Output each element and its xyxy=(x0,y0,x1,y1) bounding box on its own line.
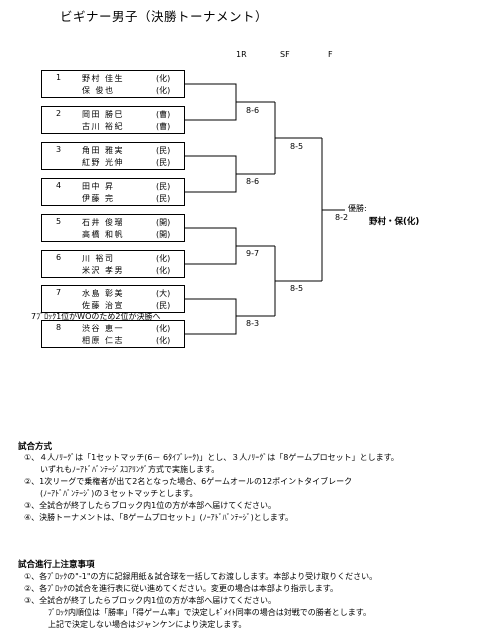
player-name: 相原 仁志 xyxy=(82,336,125,345)
progress-item: 上記で決定しない場合はジャンケンにより決定します。 xyxy=(48,620,247,629)
player-affiliation: (化) xyxy=(156,86,171,95)
player-name: 渋谷 恵一 xyxy=(82,324,125,333)
player-affiliation: (民) xyxy=(156,194,171,203)
player-name: 紅野 光伸 xyxy=(82,158,125,167)
bracket-line-r1-c xyxy=(185,227,237,265)
player-affiliation: (民) xyxy=(156,182,171,191)
player-affiliation: (民) xyxy=(156,158,171,167)
round-label-1r: 1R xyxy=(236,50,247,59)
score-sf-match-1: 8-5 xyxy=(290,142,304,151)
score-final: 8-2 xyxy=(335,213,349,222)
entry-number: 7 xyxy=(56,288,62,297)
score-r1-match-2: 8-6 xyxy=(246,177,260,186)
player-affiliation: (化) xyxy=(156,266,171,275)
bracket-line-r1-b xyxy=(185,155,237,193)
player-name: 古川 裕紀 xyxy=(82,122,125,131)
player-affiliation: (開) xyxy=(156,218,171,227)
entry-number: 8 xyxy=(56,323,62,332)
entry-number: 1 xyxy=(56,73,62,82)
player-affiliation: (化) xyxy=(156,74,171,83)
winner-name: 野村・保(化) xyxy=(369,217,420,227)
player-affiliation: (曹) xyxy=(156,122,171,131)
rules-item: ③、全試合が終了したらブロック内1位の方が本部へ届けてください。 xyxy=(24,501,277,510)
rules-item: ①、４人ﾉﾘｰｸﾞは「1セットマッチ(6－ 6ﾀｲﾌﾞﾚｰｸ)」とし、３人ﾉﾘｰ… xyxy=(24,453,399,462)
progress-item: ﾌﾞﾛｯｸ内順位は「勝率」「得ゲーム率」で決定しｷﾞﾒｲﾄ同率の場合は対戦での勝… xyxy=(48,608,371,617)
player-name: 高橋 和帆 xyxy=(82,230,125,239)
player-affiliation: (化) xyxy=(156,254,171,263)
player-name: 石井 俊瑠 xyxy=(82,218,125,227)
winner-label: 優勝: xyxy=(348,204,367,213)
player-affiliation: (化) xyxy=(156,324,171,333)
player-affiliation: (大) xyxy=(156,289,171,298)
round-label-sf: SF xyxy=(280,50,290,59)
block-note: 7ﾌﾞﾛｯｸ1位がWOのため2位が決勝へ xyxy=(31,312,161,321)
score-r1-match-3: 9-7 xyxy=(246,249,260,258)
entry-number: 6 xyxy=(56,253,62,262)
score-sf-match-2: 8-5 xyxy=(290,284,304,293)
player-affiliation: (曹) xyxy=(156,110,171,119)
progress-item: ②、各ﾌﾞﾛｯｸの試合を進行表に従い進めてください。変更の場合は本部より指示しま… xyxy=(24,584,338,593)
entry-number: 3 xyxy=(56,145,62,154)
player-name: 岡田 勝巳 xyxy=(82,110,125,119)
progress-item: ①、各ﾌﾞﾛｯｸの"-1"の方に記録用紙＆試合球を一括してお渡しします。本部より… xyxy=(24,572,378,581)
rules-item: ④、決勝トーナメントは、「8ゲームプロセット」(ﾉｰｱﾄﾞﾊﾞﾝﾃｰｼﾞ)としま… xyxy=(24,513,293,522)
page-title: ビギナー男子（決勝トーナメント） xyxy=(60,9,269,24)
player-affiliation: (民) xyxy=(156,301,171,310)
entry-number: 4 xyxy=(56,181,62,190)
player-name: 野村 佳生 xyxy=(82,74,125,83)
player-name: 角田 雅実 xyxy=(82,146,125,155)
score-r1-match-1: 8-6 xyxy=(246,106,260,115)
player-name: 伊藤 完 xyxy=(82,194,115,203)
player-name: 水島 彰美 xyxy=(82,289,125,298)
rules-item: (ﾉｰｱﾄﾞﾊﾞﾝﾃｰｼﾞ)の３セットマッチとします。 xyxy=(40,489,198,498)
score-r1-match-4: 8-3 xyxy=(246,319,260,328)
entry-box-1: 1 野村 佳生 (化) 保 俊也 (化) xyxy=(41,70,185,98)
player-name: 川 裕司 xyxy=(82,254,115,263)
player-name: 保 俊也 xyxy=(82,86,115,95)
entry-number: 2 xyxy=(56,109,62,118)
entry-number: 5 xyxy=(56,217,62,226)
entry-box-6: 6 川 裕司 (化) 米沢 孝男 (化) xyxy=(41,250,185,278)
player-affiliation: (化) xyxy=(156,336,171,345)
entry-box-2: 2 岡田 勝巳 (曹) 古川 裕紀 (曹) xyxy=(41,106,185,134)
entry-box-4: 4 田中 昇 (民) 伊藤 完 (民) xyxy=(41,178,185,206)
entry-box-8: 8 渋谷 恵一 (化) 相原 仁志 (化) xyxy=(41,320,185,348)
rules-heading: 試合方式 xyxy=(18,442,53,452)
bracket-line-r1-d xyxy=(185,298,237,335)
entry-box-5: 5 石井 俊瑠 (開) 高橋 和帆 (開) xyxy=(41,214,185,242)
progress-heading: 試合進行上注意事項 xyxy=(18,560,95,570)
rules-item: ②、1次リーグで乗権者が出て2名となった場合、6ゲームオールの12ポイントタイブ… xyxy=(24,477,353,486)
rules-item: いずれもﾉｰｱﾄﾞﾊﾞﾝﾃｰｼﾞｽｺｱﾘﾝｸﾞ方式で実施します。 xyxy=(40,465,220,474)
player-affiliation: (民) xyxy=(156,146,171,155)
entry-box-7: 7 水島 彰美 (大) 佐藤 治宣 (民) xyxy=(41,285,185,313)
player-affiliation: (開) xyxy=(156,230,171,239)
player-name: 米沢 孝男 xyxy=(82,266,125,275)
player-name: 佐藤 治宣 xyxy=(82,301,125,310)
player-name: 田中 昇 xyxy=(82,182,115,191)
progress-item: ③、全試合が終了したらブロック内1位の方が本部へ届けてください。 xyxy=(24,596,277,605)
bracket-line-r1-a xyxy=(185,83,237,121)
round-label-f: F xyxy=(328,50,333,59)
entry-box-3: 3 角田 雅実 (民) 紅野 光伸 (民) xyxy=(41,142,185,170)
